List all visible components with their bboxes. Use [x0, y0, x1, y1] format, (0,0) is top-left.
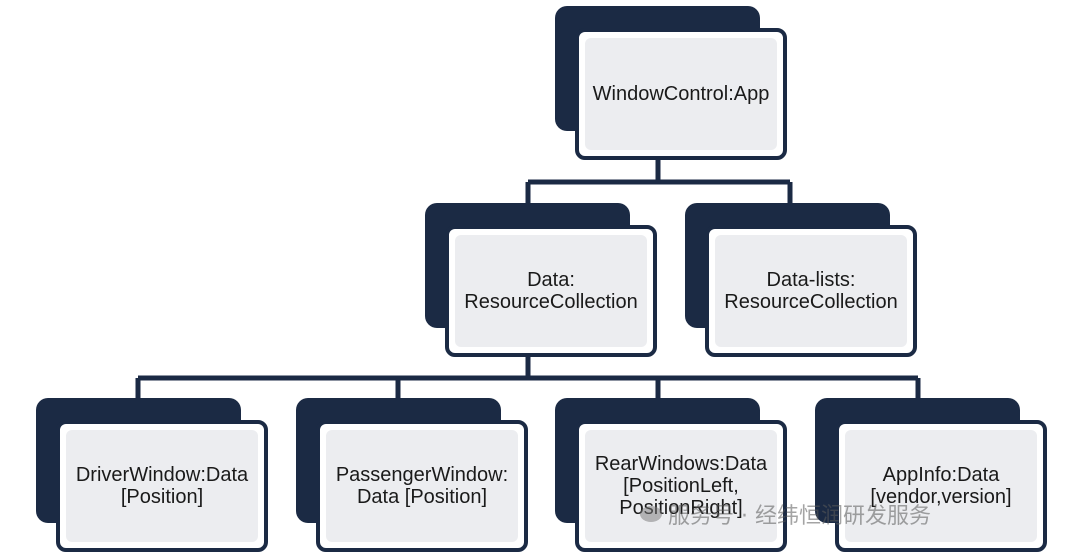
watermark: 服务号 · 经纬恒润研发服务 [640, 498, 931, 530]
node-label: PassengerWindow: Data [Position] [335, 464, 509, 508]
watermark-text: 服务号 · 经纬恒润研发服务 [668, 504, 931, 529]
node-label: Data: ResourceCollection [464, 269, 638, 313]
node-label: DriverWindow:Data [Position] [75, 464, 249, 508]
node-label: Data-lists: ResourceCollection [724, 269, 898, 313]
node-label: RearWindows:Data [PositionLeft, Position… [594, 453, 768, 519]
node-label: AppInfo:Data [vendor,version] [870, 464, 1012, 508]
wechat-icon [640, 506, 662, 522]
node-label: WindowControl:App [592, 83, 770, 105]
